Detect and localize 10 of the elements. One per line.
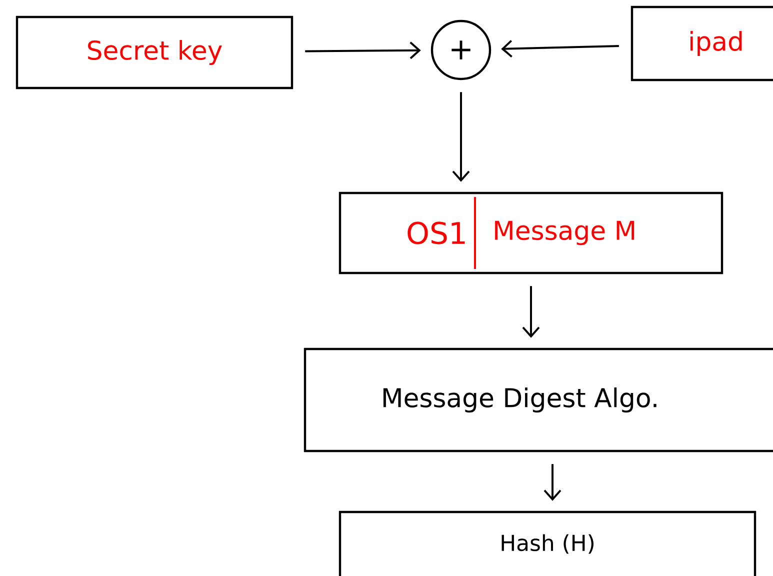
process-box: ipad — [630, 6, 773, 82]
process-box: Hash (H) — [338, 510, 756, 576]
arrow — [544, 464, 562, 501]
arrow — [522, 286, 540, 338]
process-box: Secret key — [16, 16, 294, 90]
arrow — [501, 40, 619, 58]
arrow — [452, 92, 470, 182]
split-box: OS1 Message M — [338, 192, 724, 274]
arrow — [305, 42, 421, 60]
process-box: Message Digest Algo. — [304, 348, 773, 452]
